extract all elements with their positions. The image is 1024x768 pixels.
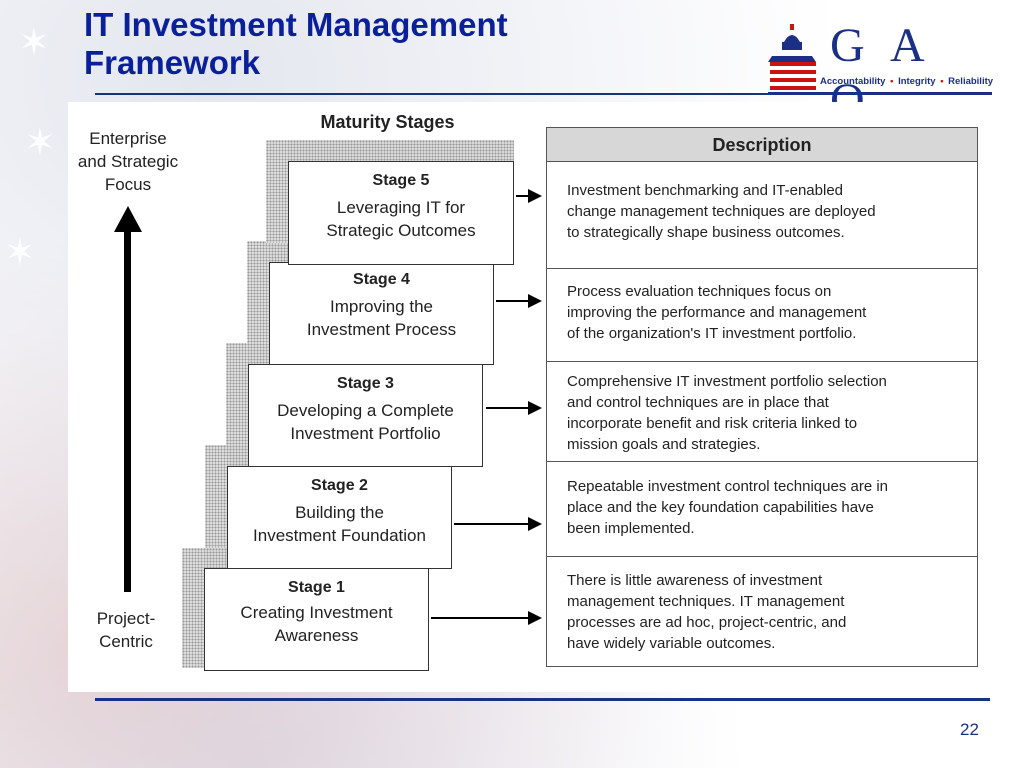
axis-top-line: and Strategic bbox=[77, 152, 179, 171]
stage-1-label: Stage 1 bbox=[288, 579, 345, 596]
stage-5-name-line: Strategic Outcomes bbox=[326, 221, 476, 240]
gao-logo: G A O Accountability • Integrity • Relia… bbox=[768, 19, 993, 127]
description-row-stage-2: Repeatable investment control techniques… bbox=[547, 462, 977, 557]
stage-3-arrow-icon bbox=[486, 401, 542, 415]
slide-title: IT Investment Management Framework bbox=[84, 6, 684, 82]
stage-5-name: Leveraging IT for Strategic Outcomes bbox=[289, 196, 513, 242]
logo-tagline: Accountability • Integrity • Reliability bbox=[820, 76, 993, 87]
stage-4-label: Stage 4 bbox=[353, 271, 410, 288]
tagline-integrity: Integrity bbox=[898, 76, 936, 87]
description-text: There is little awareness of investment … bbox=[567, 570, 962, 654]
stage-5-arrow-icon bbox=[516, 189, 542, 203]
description-line: been implemented. bbox=[567, 520, 695, 537]
stage-2-name-line: Building the bbox=[295, 503, 384, 522]
stage-2-box: Stage 2 Building the Investment Foundati… bbox=[227, 466, 452, 569]
stage-4-step-side bbox=[247, 241, 269, 344]
description-line: There is little awareness of investment bbox=[567, 572, 823, 589]
stage-4-name: Improving the Investment Process bbox=[270, 295, 493, 341]
description-row-stage-3: Comprehensive IT investment portfolio se… bbox=[547, 362, 977, 462]
star-decoration: ✶ bbox=[4, 232, 36, 274]
stage-1-step-side bbox=[182, 548, 204, 668]
axis-bottom-line: Centric bbox=[99, 632, 153, 651]
description-line: Repeatable investment control techniques… bbox=[567, 478, 889, 495]
stage-3-name-line: Developing a Complete bbox=[277, 401, 454, 420]
stage-5-label: Stage 5 bbox=[372, 172, 430, 189]
stage-4-box: Stage 4 Improving the Investment Process bbox=[269, 262, 494, 365]
description-line: and control techniques are in place that bbox=[567, 394, 829, 411]
axis-top-label: Enterprise and Strategic Focus bbox=[68, 127, 188, 196]
maturity-stages-heading: Maturity Stages bbox=[320, 112, 455, 132]
header-divider bbox=[95, 93, 990, 95]
logo-wordmark: G A O bbox=[830, 19, 931, 127]
stage-3-name-line: Investment Portfolio bbox=[290, 424, 441, 443]
tagline-separator: • bbox=[890, 76, 894, 87]
description-header: Description bbox=[547, 128, 977, 162]
star-decoration: ✶ bbox=[24, 122, 56, 164]
stage-2-label: Stage 2 bbox=[311, 477, 368, 494]
stage-5-step-top bbox=[266, 140, 514, 162]
stage-2-name: Building the Investment Foundation bbox=[228, 501, 451, 547]
stage-5-name-line: Leveraging IT for bbox=[336, 198, 466, 217]
stage-3-name: Developing a Complete Investment Portfol… bbox=[249, 399, 482, 445]
slide-title-line-2: Framework bbox=[84, 44, 261, 81]
star-decoration: ✶ bbox=[18, 22, 50, 64]
description-row-stage-4: Process evaluation techniques focus on i… bbox=[547, 269, 977, 362]
description-line: Process evaluation techniques focus on bbox=[567, 283, 832, 300]
tagline-separator: • bbox=[940, 76, 944, 87]
description-line: of the organization's IT investment port… bbox=[567, 325, 857, 342]
description-line: to strategically shape business outcomes… bbox=[567, 224, 845, 241]
stage-5-box: Stage 5 Leveraging IT for Strategic Outc… bbox=[288, 161, 514, 265]
description-line: processes are ad hoc, project-centric, a… bbox=[567, 614, 847, 631]
description-text: Investment benchmarking and IT-enabled c… bbox=[567, 180, 962, 243]
up-arrow-shaft bbox=[124, 228, 131, 592]
stage-3-label: Stage 3 bbox=[337, 375, 394, 392]
description-line: change management techniques are deploye… bbox=[567, 203, 876, 220]
stage-1-name-line: Awareness bbox=[274, 626, 359, 645]
description-text: Comprehensive IT investment portfolio se… bbox=[567, 371, 962, 455]
stage-4-name-line: Improving the bbox=[330, 297, 433, 316]
description-text: Process evaluation techniques focus on i… bbox=[567, 281, 962, 344]
description-line: Comprehensive IT investment portfolio se… bbox=[567, 373, 887, 390]
stage-5-step-side bbox=[266, 140, 288, 243]
description-text: Repeatable investment control techniques… bbox=[567, 476, 962, 539]
tagline-accountability: Accountability bbox=[820, 76, 886, 87]
axis-bottom-line: Project- bbox=[96, 609, 156, 628]
description-line: incorporate benefit and risk criteria li… bbox=[567, 415, 858, 432]
description-line: mission goals and strategies. bbox=[567, 436, 761, 453]
stage-1-name: Creating Investment Awareness bbox=[205, 601, 428, 647]
description-line: improving the performance and management bbox=[567, 304, 867, 321]
tagline-reliability: Reliability bbox=[948, 76, 994, 87]
description-line: have widely variable outcomes. bbox=[567, 635, 776, 652]
axis-top-line: Focus bbox=[104, 175, 152, 194]
stage-2-step-side bbox=[205, 445, 227, 548]
stage-3-box: Stage 3 Developing a Complete Investment… bbox=[248, 364, 483, 467]
axis-top-line: Enterprise bbox=[89, 129, 167, 148]
stage-4-name-line: Investment Process bbox=[306, 320, 457, 339]
capitol-flag-icon bbox=[768, 24, 816, 90]
stage-4-arrow-icon bbox=[496, 294, 542, 308]
description-row-stage-5: Investment benchmarking and IT-enabled c… bbox=[547, 162, 977, 269]
slide-title-line-1: IT Investment Management bbox=[84, 6, 508, 43]
description-line: Investment benchmarking and IT-enabled bbox=[567, 182, 843, 199]
description-line: place and the key foundation capabilitie… bbox=[567, 499, 874, 516]
description-line: management techniques. IT management bbox=[567, 593, 845, 610]
description-row-stage-1: There is little awareness of investment … bbox=[547, 557, 977, 665]
footer-divider bbox=[95, 698, 990, 701]
page-number: 22 bbox=[960, 720, 979, 739]
axis-bottom-label: Project- Centric bbox=[66, 607, 186, 653]
stage-1-box: Stage 1 Creating Investment Awareness bbox=[204, 568, 429, 671]
up-arrow-head-icon bbox=[114, 206, 142, 232]
stage-3-step-side bbox=[226, 343, 248, 446]
stage-1-arrow-icon bbox=[431, 611, 542, 625]
stage-2-arrow-icon bbox=[454, 517, 542, 531]
description-table: Description Investment benchmarking and … bbox=[546, 127, 978, 667]
stage-2-name-line: Investment Foundation bbox=[253, 526, 426, 545]
stage-1-name-line: Creating Investment bbox=[240, 603, 393, 622]
